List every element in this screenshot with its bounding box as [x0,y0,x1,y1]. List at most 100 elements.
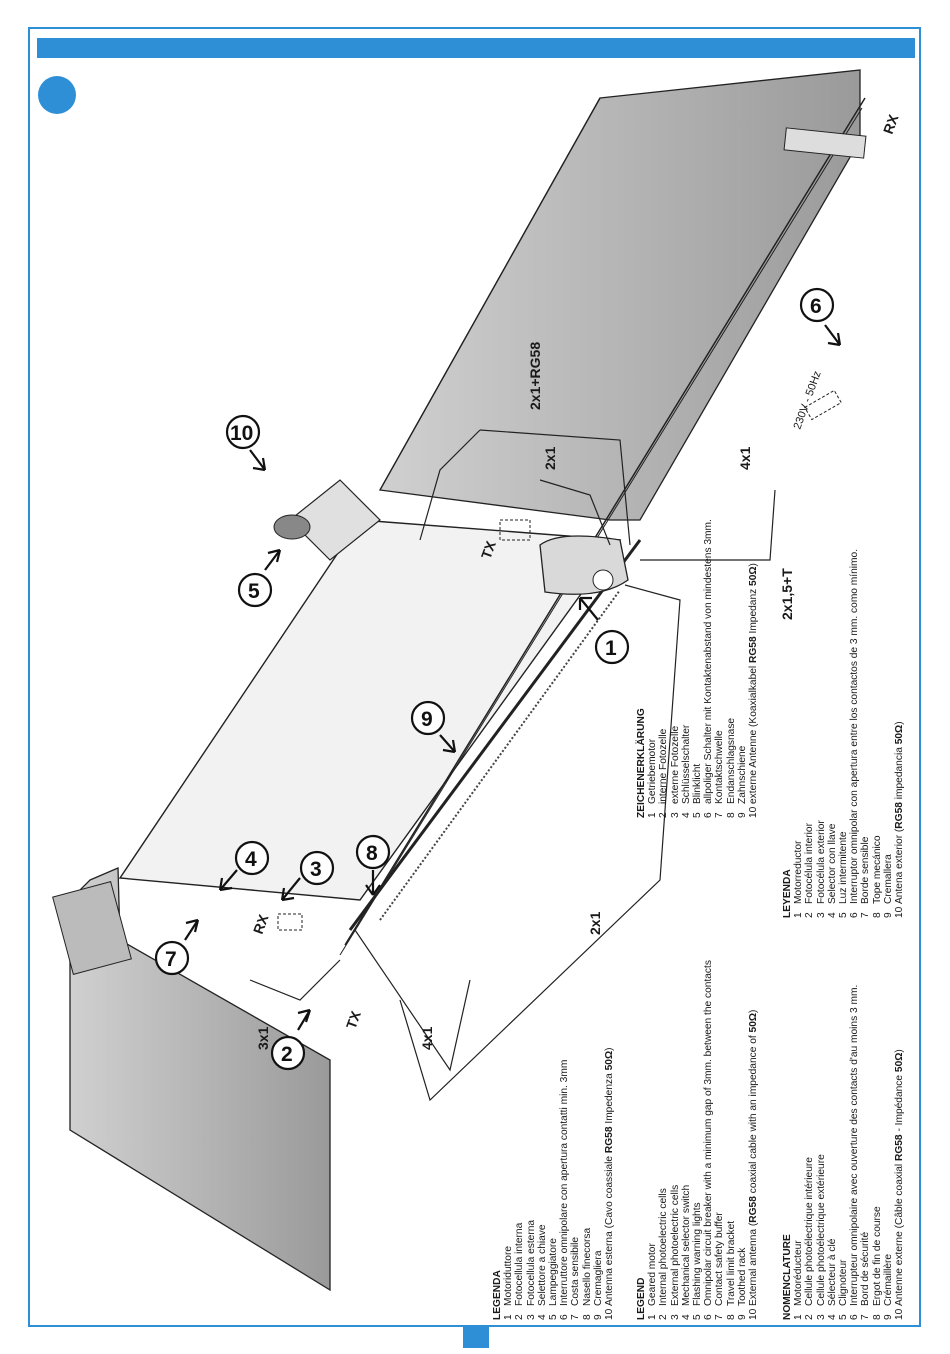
svg-text:8: 8 [366,842,378,865]
circuit-breaker [804,389,842,421]
svg-text:7: 7 [165,948,177,971]
legend-item: 4Selettore a chiave [536,1224,548,1320]
legend-item: 6Omnipolar circuit breaker with a minimu… [703,960,715,1320]
legend-item: 3Fotocellula esterna [525,1219,537,1320]
svg-text:10: 10 [230,422,253,445]
legend-item: 6Interrupteur omnipolaire avec ouverture… [849,984,861,1320]
legend-item: 9Cremallera [882,854,894,918]
legend-item: 8Travel limit bracket [725,1220,737,1320]
legend-item: 2Fotocellula interna [514,1222,526,1320]
legend-item: 2Fotocélula interior [804,823,816,918]
svg-text:1: 1 [605,637,617,660]
toothed-rack [348,539,642,931]
legend-item: 5Flashing warning lights [692,1202,704,1320]
legend-item: 6allpoliger Schalter mit Kontaktenabstan… [703,519,715,818]
rx-label-left: RX [250,912,272,936]
tx-label-left: TX [343,1008,364,1031]
callout-8: 8 [355,834,391,896]
legend-item: 7Costa sensibile [570,1236,582,1320]
legend-item: 9Crémaillère [882,1253,894,1320]
legend-item: 3externe Fotozelle [669,725,681,818]
svg-text:9: 9 [421,708,433,731]
callout-9: 9 [410,700,457,754]
legend-item: 2Internal photoelectric cells [658,1188,670,1320]
legend-item: 3Fotocélula exterior [815,820,827,918]
wire-label-4x1-right: 4x1 [737,446,753,470]
legend-item: 1Motoréducteur [793,1240,805,1320]
legend-item: 10Antena exterior (RG58 impedancia 50Ω) [894,721,906,918]
legend-item: 9Toothed rack [736,1247,748,1320]
wire-label-3x1: 3x1 [255,1026,271,1050]
legend-item: 2interne Fotozelle [658,728,670,818]
legend-item: 7Kontaktschwelle [714,730,726,818]
callout-2: 2 [270,1008,312,1071]
tx-label-center: TX [478,538,499,561]
callout-1: 1 [578,596,630,665]
callout-4: 4 [218,840,270,892]
legend-item: 1Getriebemotor [647,738,659,818]
legend-item: 10Antenne externe (Câble coaxial RG58 - … [894,1049,906,1320]
legend-item: 9Cremagliera [592,1250,604,1320]
legend-item: 4Sélecteur à clé [826,1238,838,1320]
section-marker [38,76,76,114]
geared-motor [539,535,629,595]
legend-item: 10externe Antenne (Koaxialkabel RG58 Imp… [748,563,760,818]
legend-heading: NOMENCLATURE [782,1234,793,1320]
pillar-left [52,880,132,976]
page-tab [463,1326,489,1348]
svg-text:4: 4 [245,848,257,871]
svg-text:6: 6 [810,295,822,318]
wire-label-2x1-rg58: 2x1+RG58 [527,342,543,410]
flashing-light [273,514,311,540]
legend-item: 1Motoriduttore [503,1245,515,1320]
svg-text:2: 2 [281,1043,293,1066]
legend-item: 8Endanschlagsnase [725,717,737,818]
wire-label-2x1-5-t: 2x1,5+T [779,568,795,620]
legend-item: 4Selector con llave [826,823,838,918]
callout-10: 10 [225,414,267,472]
callout-7: 7 [154,918,200,976]
flashing-light-base [289,479,381,561]
legend-item: 3External photoelectric cells [669,1184,681,1320]
header-bar [37,38,915,58]
wire-label-4x1-left: 4x1 [419,1026,435,1050]
legend-item: 8Tope mecánico [871,835,883,918]
rx-label-right: RX [880,112,902,136]
legend-heading: LEGEND [636,1277,647,1320]
legend-item: 5Lampeggiatore [548,1238,560,1320]
legend-item: 1Geared motor [647,1243,659,1320]
legend-item: 7Bord de sécurité [860,1231,872,1320]
legend-heading: LEGENDA [492,1270,503,1320]
legend-item: 9Zahnschiene [736,745,748,818]
legend-item: 2Cellule photoélectrique intérieure [804,1157,816,1320]
legend-heading: ZEICHENERKLÄRUNG [636,708,647,818]
callout-3: 3 [280,850,335,902]
legend-item: 7Borde sensible [860,836,872,918]
legend-item: 5Clignoteur [838,1259,850,1320]
legend-item: 6Interruptor omnipolar con apertura entr… [849,548,861,918]
legend-item: 10External antenna (RG58 coaxial cable w… [748,1009,760,1320]
mains-label: 230V - 50Hz [792,369,824,431]
wire-label-2x1-bottom: 2x1 [587,911,603,935]
callout-5: 5 [237,548,282,608]
legend-item: 4Mechanical selector switch [680,1184,692,1320]
photocell-dashed-area [499,519,531,541]
legend-item: 8Nasello finecorsa [581,1227,593,1320]
legend-item: 3Cellule photoélectrique extérieure [815,1154,827,1320]
svg-text:5: 5 [248,580,260,603]
legend-item: 6Interruttore omnipolare con apertura co… [559,1059,571,1320]
callout-6: 6 [799,287,842,347]
legend-item: 5Luz intermitente [838,831,850,918]
wire-label-2x1-top: 2x1 [542,446,558,470]
legend-item: 4Schlüsselschalter [680,724,692,818]
legend-item: 5Blinklicht [692,763,704,818]
legend-item: 10Antenna esterna (Cavo coassiale RG58 I… [604,1047,616,1320]
legend-item: 8Ergot de fin de course [871,1206,883,1320]
photocell-rx-post [783,127,867,159]
